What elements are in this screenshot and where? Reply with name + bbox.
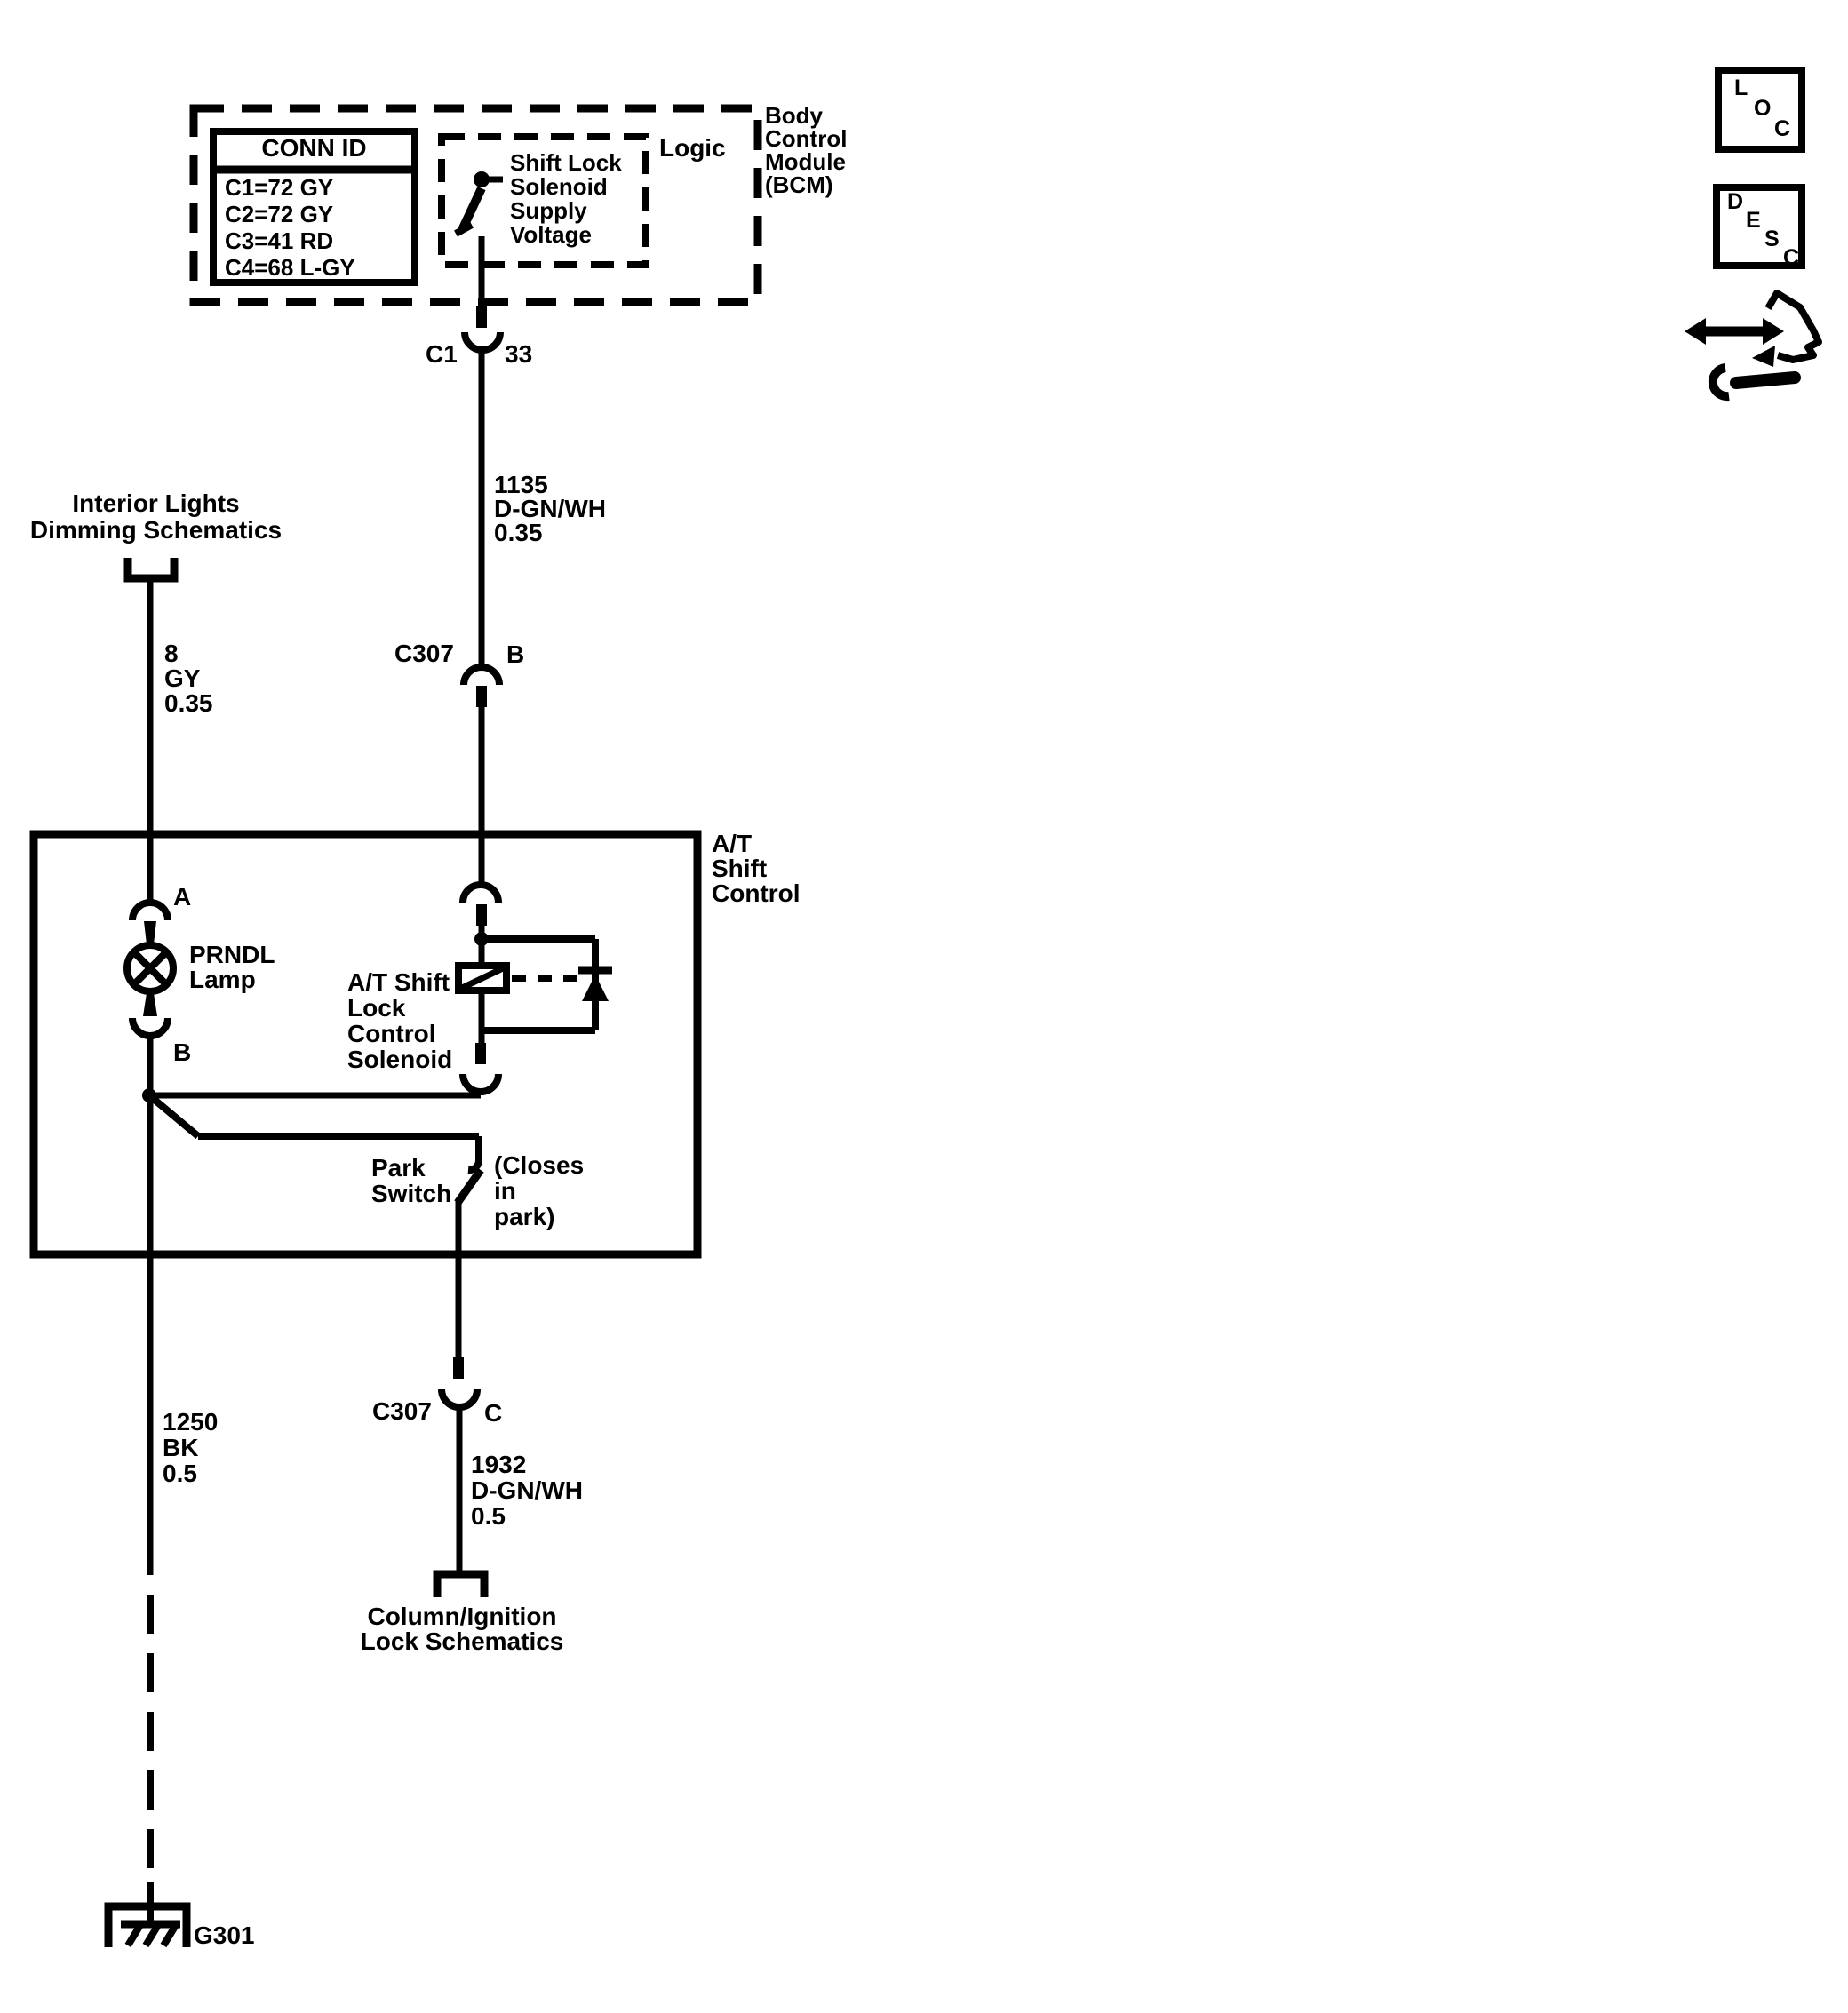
solenoid-lower-terminal-icon [459, 1043, 502, 1095]
logic-label: Logic [659, 134, 726, 162]
conn-id-table-outline [210, 128, 418, 286]
offpage-interior-label: Interior Lights Dimming Schematics [29, 489, 283, 544]
offpage-interior-bracket-icon [123, 558, 179, 583]
ground-g301-icon [104, 1902, 191, 1948]
offpage-column-bracket-icon [433, 1570, 489, 1597]
park-switch-label: Park Switch [371, 1154, 452, 1207]
logic-dashed-outline [438, 133, 649, 268]
desc-letter-s: S [1764, 227, 1780, 251]
connector-c307c-icon [438, 1357, 481, 1411]
wire-1250-label: 1250 BK 0.5 [163, 1408, 219, 1487]
prndl-lamp-icon [123, 942, 177, 995]
conn-id-row-1: C1=72 GY [225, 174, 334, 201]
connector-c307c-name: C307 [372, 1397, 432, 1425]
desc-letter-e: E [1746, 208, 1761, 233]
park-switch-icon [454, 1136, 484, 1357]
wire-1932-label: 1932 D-GN/WH 0.5 [471, 1451, 583, 1530]
bcm-label: Body Control Module (BCM) [765, 102, 848, 198]
conn-id-row-3: C3=41 RD [225, 227, 334, 254]
lamp-pin-a-icon [129, 899, 171, 944]
connector-c1-name: C1 [426, 340, 458, 368]
desc-button[interactable]: D E S C [1713, 184, 1805, 269]
lamp-pin-b-icon [129, 993, 171, 1039]
prndl-lamp-label: PRNDL Lamp [189, 941, 275, 993]
solenoid-label: A/T Shift Lock Control Solenoid [347, 968, 453, 1073]
connector-c1-pin: 33 [505, 340, 533, 368]
conn-id-row-4: C4=68 L-GY [225, 254, 355, 281]
park-switch-note: (Closes in park) [494, 1151, 585, 1230]
pan-tool-icon[interactable] [1685, 290, 1822, 402]
loc-letter-l: L [1734, 76, 1748, 100]
loc-letter-o: O [1754, 96, 1772, 121]
shift-lock-supply-label: Shift Lock Solenoid Supply Voltage [510, 149, 622, 248]
lamp-pin-a-label: A [173, 883, 192, 911]
loc-button[interactable]: L O C [1715, 67, 1805, 153]
desc-letter-d: D [1727, 189, 1744, 214]
connector-c307b-name: C307 [394, 640, 454, 667]
lamp-pin-b-label: B [173, 1038, 192, 1066]
wire-1135-label: 1135 D-GN/WH 0.35 [494, 471, 606, 546]
wire-8-label: 8 GY 0.35 [164, 640, 213, 717]
offpage-column-label: Column/Ignition Lock Schematics [360, 1603, 564, 1655]
desc-letter-c: C [1783, 245, 1800, 270]
connector-c307b-pin: B [506, 640, 525, 668]
connector-c307c-pin: C [484, 1399, 503, 1427]
conn-id-row-2: C2=72 GY [225, 201, 334, 227]
bcm-dashed-outline [189, 104, 762, 306]
shift-lock-switch-icon [454, 171, 503, 306]
shift-lock-solenoid-icon [455, 962, 578, 994]
connector-c307b-icon [460, 664, 503, 707]
wire-park-diagonal [147, 1092, 201, 1140]
ground-g301-label: G301 [194, 1922, 255, 1949]
at-shift-control-box-outline [29, 830, 702, 1259]
loc-letter-c: C [1774, 116, 1791, 141]
at-shift-control-label: A/T Shift Control [712, 830, 801, 907]
conn-id-header: CONN ID [261, 134, 367, 162]
solenoid-case-connector-icon [459, 881, 502, 926]
connector-c1-icon [461, 306, 504, 354]
diode-icon [481, 935, 612, 1034]
